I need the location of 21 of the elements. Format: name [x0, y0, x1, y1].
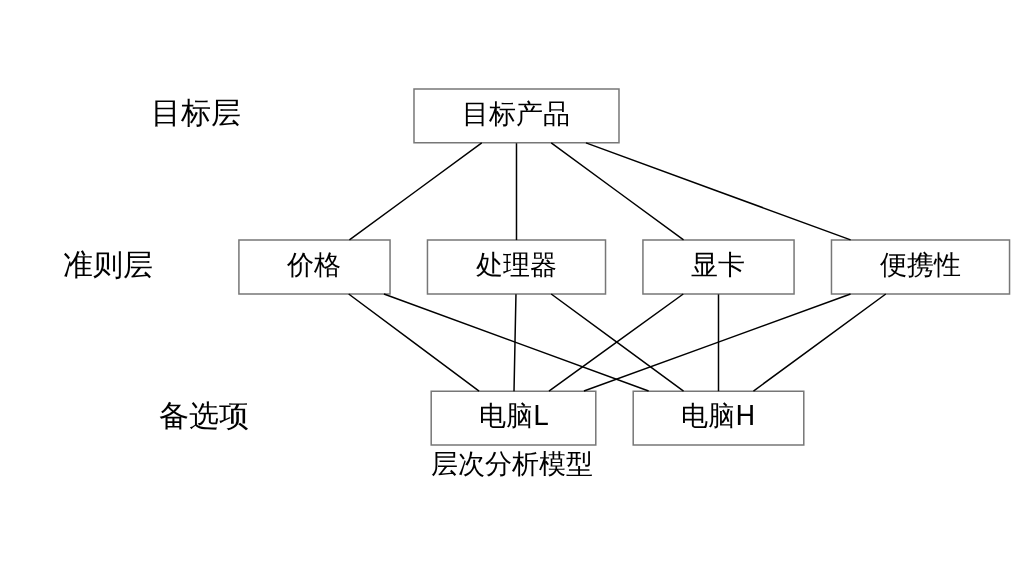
node-box: 便携性 — [830, 239, 1011, 295]
connector — [383, 293, 650, 392]
connector — [717, 293, 720, 392]
node-box: 电脑H — [632, 390, 805, 446]
node-box: 目标产品 — [413, 88, 620, 144]
label: 备选项 — [158, 397, 249, 433]
node-box: 价格 — [238, 239, 391, 295]
node-box: 处理器 — [426, 239, 607, 295]
label: 准则层 — [62, 246, 153, 282]
connector — [752, 293, 887, 392]
caption: 层次分析模型 — [431, 447, 593, 479]
connector — [347, 293, 480, 392]
connector — [585, 142, 852, 241]
label: 目标层 — [151, 95, 242, 131]
connector — [550, 142, 685, 241]
connector — [513, 293, 517, 392]
connector — [583, 293, 852, 392]
node-box: 显卡 — [642, 239, 795, 295]
connector — [515, 142, 518, 241]
node-box: 电脑L — [430, 390, 597, 446]
connector — [348, 142, 483, 241]
